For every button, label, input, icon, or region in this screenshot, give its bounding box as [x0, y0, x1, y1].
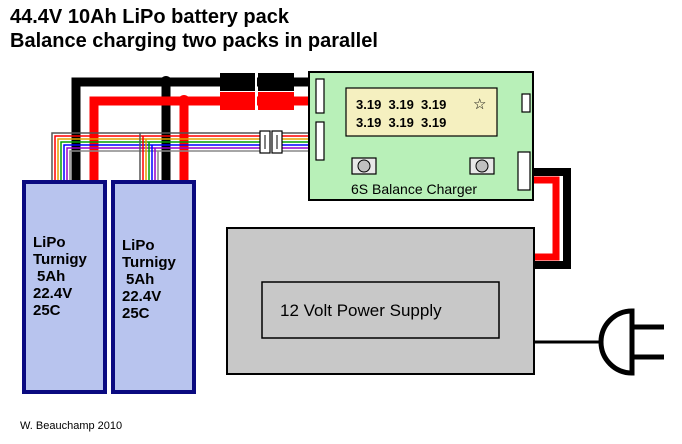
- battery-left-brand: LiPo: [33, 234, 66, 251]
- psu-to-charger-wires: [533, 168, 571, 269]
- charger-port-dc-input: [517, 151, 531, 191]
- charger-port-small: [521, 93, 531, 113]
- battery-left-capacity: 5Ah: [37, 268, 66, 285]
- plug-icon: [598, 308, 664, 376]
- battery-right-model: Turnigy: [122, 254, 176, 271]
- diagram-title-line1: 44.4V 10Ah LiPo battery pack: [10, 6, 290, 28]
- red-junction-dot: [178, 95, 190, 107]
- star-icon: ☆: [473, 96, 486, 113]
- battery-right-label: LiPo Turnigy 5Ah 22.4V 25C: [122, 237, 176, 322]
- battery-left-voltage: 22.4V: [33, 285, 73, 302]
- battery-left-c-rating: 25C: [33, 302, 61, 319]
- battery-right-voltage: 22.4V: [122, 288, 162, 305]
- red-connector-b: [258, 92, 294, 110]
- charger-port-balance: [315, 121, 325, 161]
- diagram-title-line2: Balance charging two packs in parallel: [10, 30, 378, 52]
- charger-label: 6S Balance Charger: [351, 181, 477, 197]
- display-row2: 3.19 3.19 3.19: [356, 115, 446, 130]
- psu-label: 12 Volt Power Supply: [280, 301, 442, 320]
- black-connector-a: [220, 73, 256, 91]
- battery-left-label: LiPo Turnigy 5Ah 22.4V 25C: [33, 234, 87, 319]
- battery-left-model: Turnigy: [33, 251, 87, 268]
- battery-right-c-rating: 25C: [122, 305, 150, 322]
- balance-lead-wires: [51, 130, 310, 182]
- red-connector-a: [220, 92, 256, 110]
- balance-charger: 3.19 3.19 3.19 3.19 3.19 3.19 ☆ 6S Balan…: [308, 71, 534, 201]
- battery-right-capacity: 5Ah: [126, 271, 155, 288]
- black-connector-b: [258, 73, 294, 91]
- battery-right: [111, 180, 196, 394]
- psu-label-plate: [261, 281, 500, 339]
- black-junction-dot: [160, 76, 172, 88]
- battery-left: [22, 180, 107, 394]
- charger-display: [345, 87, 498, 137]
- author-credit: W. Beauchamp 2010: [20, 420, 123, 432]
- charger-port-power: [315, 78, 325, 114]
- power-supply: 12 Volt Power Supply: [226, 227, 664, 376]
- display-row1: 3.19 3.19 3.19: [356, 97, 446, 112]
- battery-right-brand: LiPo: [122, 237, 155, 254]
- power-wires: [71, 73, 310, 182]
